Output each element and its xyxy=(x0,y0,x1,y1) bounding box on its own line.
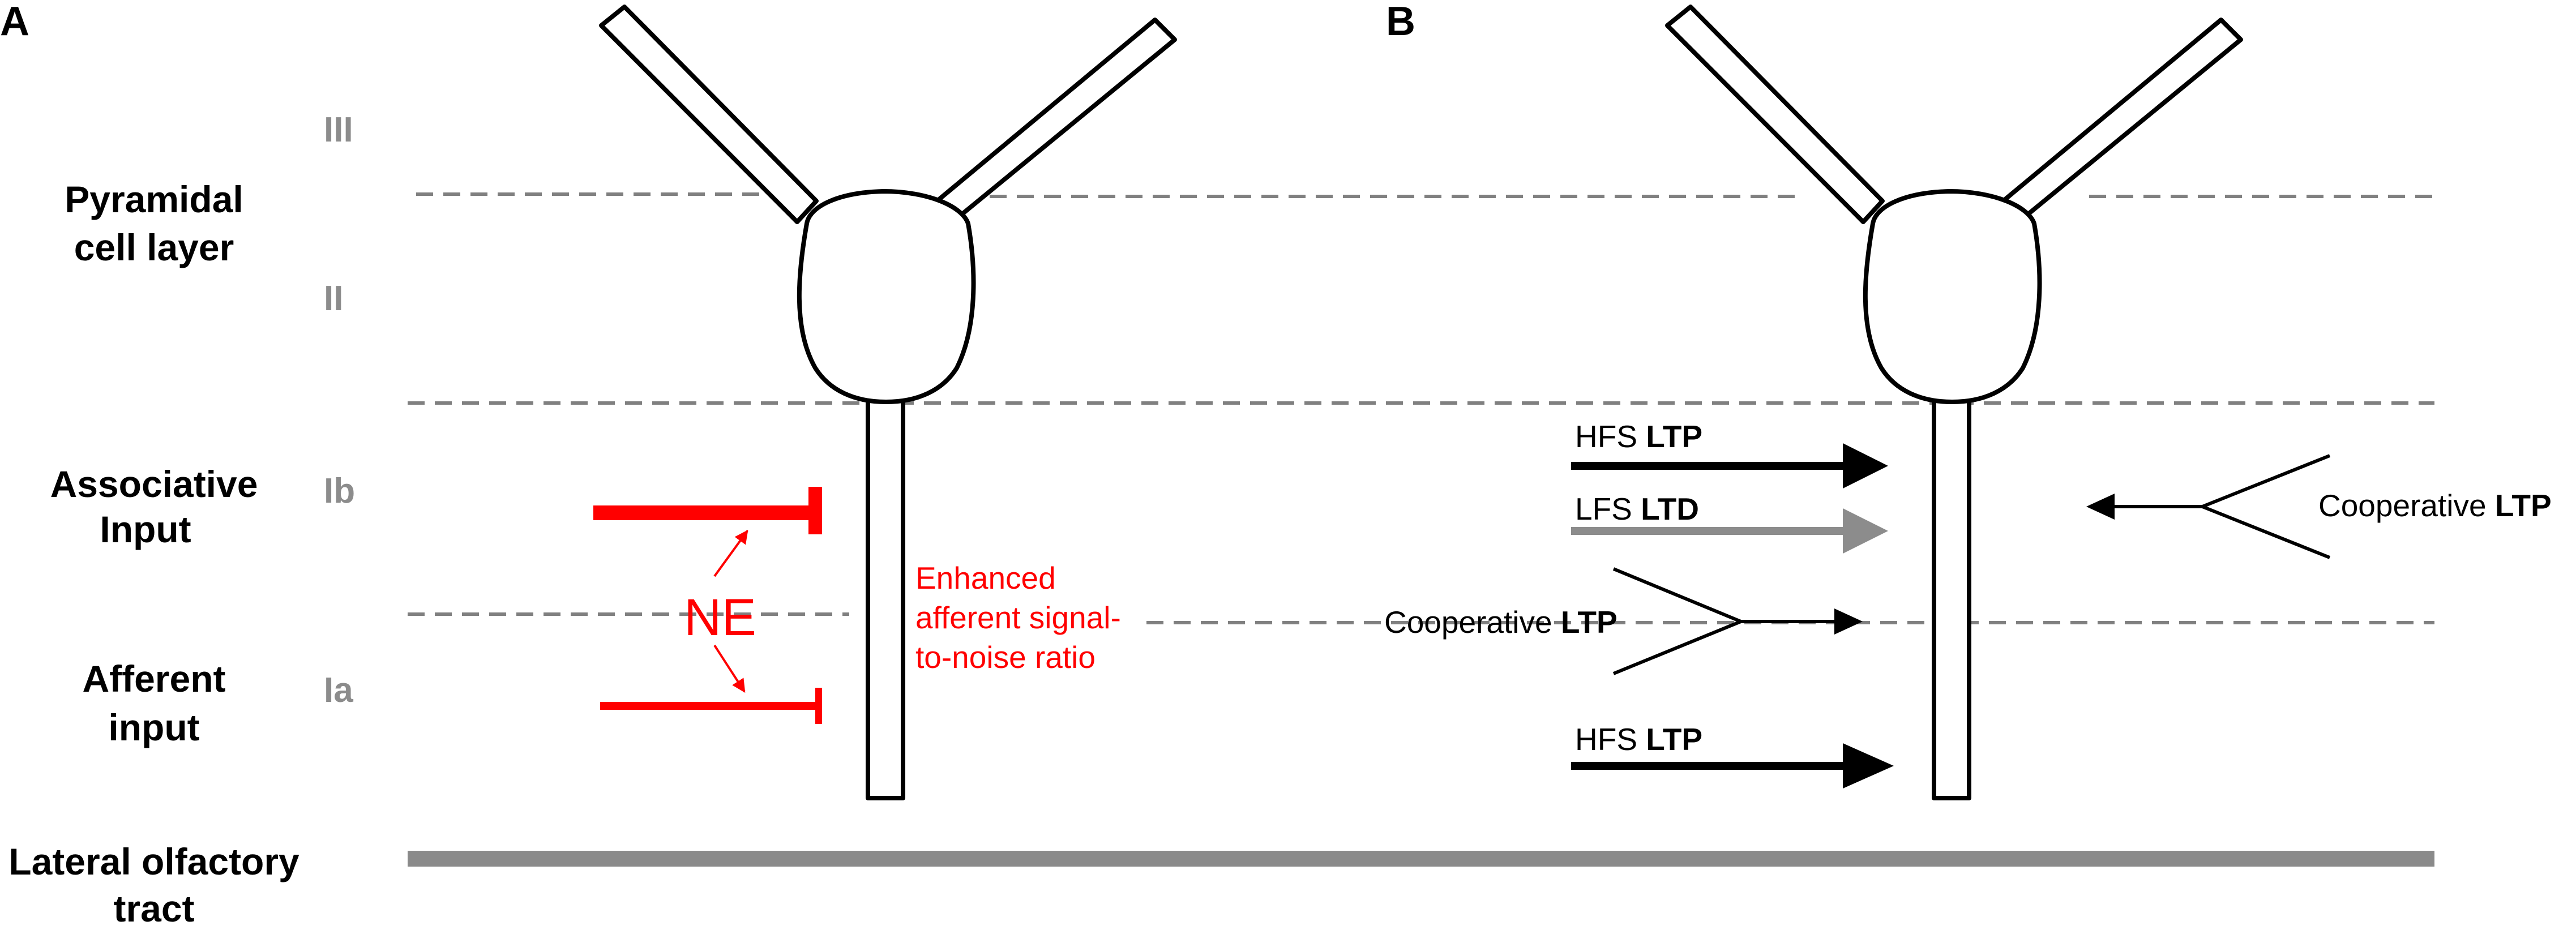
layer-label-ia: Ia xyxy=(324,671,353,710)
ne-label: NE xyxy=(684,589,756,646)
hfs-bottom-prefix: HFS xyxy=(1575,722,1646,757)
lot-label-line2: tract xyxy=(113,888,194,929)
ne-arrow-up xyxy=(713,530,748,577)
afferent-input-stop-red xyxy=(815,688,822,724)
coop-right-symbol xyxy=(2109,454,2331,559)
coop-left-prefix: Cooperative xyxy=(1384,605,1561,640)
layer-label-ii: II xyxy=(324,279,343,318)
layer-label-ib: Ib xyxy=(324,472,355,511)
associative-label-line1: Associative xyxy=(50,463,258,505)
hfs-bottom-ltp: LTP xyxy=(1646,722,1702,757)
panel-label-b: B xyxy=(1386,0,1415,44)
dendrite-right-a xyxy=(934,18,1177,223)
dendrite-left-b xyxy=(1665,5,1885,224)
lateral-olfactory-tract-bar xyxy=(408,851,2434,867)
afferent-input-bar-red xyxy=(600,702,821,710)
axon-b xyxy=(1932,394,1971,800)
hfs-top-arrowhead xyxy=(1843,443,1888,488)
pyramidal-label-line1: Pyramidal xyxy=(65,178,243,220)
region-labels: Pyramidal cell layer Associative Input A… xyxy=(8,178,299,929)
effect-label: Enhanced afferent signal- to-noise ratio xyxy=(915,560,1121,675)
coop-left-branch-upper xyxy=(1612,567,1742,623)
dendrite-right-b xyxy=(2000,18,2243,223)
plasticity-arrows xyxy=(1571,443,2331,788)
coop-right-arrowhead xyxy=(2086,494,2115,520)
coop-right-branch-lower xyxy=(2201,505,2331,559)
hfs-top-prefix: HFS xyxy=(1575,419,1646,454)
layer-labels: III II Ib Ia xyxy=(324,110,355,710)
afferent-label-line1: Afferent xyxy=(82,658,225,700)
ne-arrow-down xyxy=(713,644,746,693)
lfs-ltd: LTD xyxy=(1641,491,1699,526)
coop-left-branch-lower xyxy=(1612,620,1742,675)
effect-label-line3: to-noise ratio xyxy=(915,640,1096,675)
soma-b xyxy=(1863,189,2042,404)
hfs-bottom-arrowhead xyxy=(1843,743,1894,788)
coop-right-prefix: Cooperative xyxy=(2318,488,2495,523)
dendrite-left-a xyxy=(599,5,819,224)
soma-a xyxy=(797,189,976,404)
layer-label-iii: III xyxy=(324,110,353,149)
lfs-label: LFS LTD xyxy=(1575,491,1699,526)
layer-boundaries xyxy=(408,192,2434,624)
axon-a xyxy=(866,394,905,800)
pyramidal-neuron-a xyxy=(599,5,1177,800)
coop-left-ltp: LTP xyxy=(1561,605,1618,640)
panel-label-a: A xyxy=(0,0,29,44)
pyramidal-neuron-b xyxy=(1665,5,2243,800)
pyramidal-label-line2: cell layer xyxy=(74,226,234,268)
coop-left-label: Cooperative LTP xyxy=(1384,605,1618,640)
associative-input-bar-red xyxy=(593,505,820,520)
coop-right-ltp: LTP xyxy=(2495,488,2552,523)
hfs-top-label: HFS LTP xyxy=(1575,419,1702,454)
ne-modulation xyxy=(593,487,822,724)
lfs-arrowhead xyxy=(1843,508,1888,554)
coop-right-branch-upper xyxy=(2201,454,2331,508)
effect-label-line2: afferent signal- xyxy=(915,600,1121,635)
hfs-top-ltp: LTP xyxy=(1646,419,1702,454)
coop-left-symbol xyxy=(1612,567,1840,675)
effect-label-line1: Enhanced xyxy=(915,560,1056,595)
coop-right-label: Cooperative LTP xyxy=(2318,488,2552,523)
associative-input-stop-red xyxy=(808,487,822,534)
lot-label-line1: Lateral olfactory xyxy=(8,841,299,882)
afferent-label-line2: input xyxy=(108,706,199,748)
hfs-bottom-label: HFS LTP xyxy=(1575,722,1702,757)
lfs-prefix: LFS xyxy=(1575,491,1641,526)
coop-left-arrowhead xyxy=(1834,608,1863,635)
associative-label-line2: Input xyxy=(100,508,191,550)
